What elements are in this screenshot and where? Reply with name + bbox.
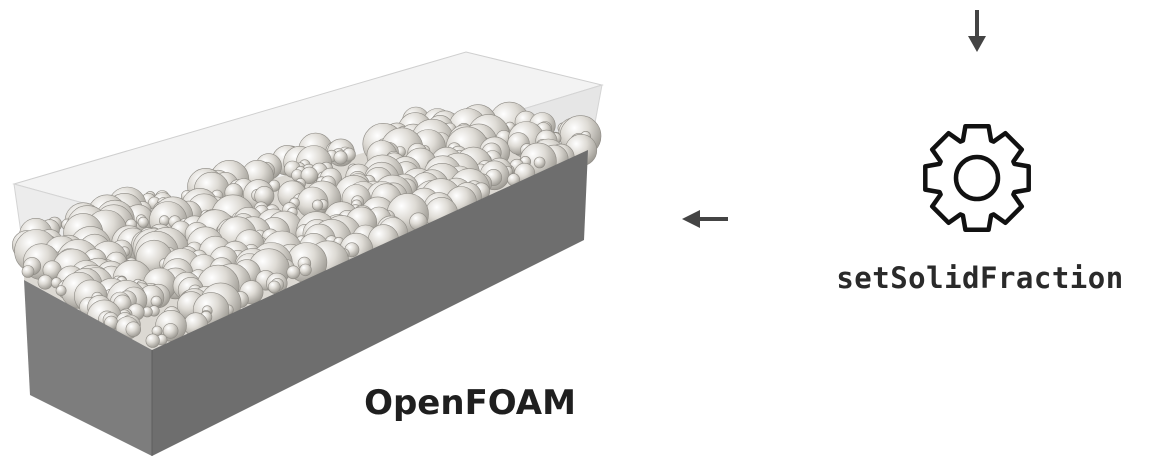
particle-sphere: [21, 265, 35, 278]
particle-sphere: [37, 274, 53, 290]
particle-sphere: [267, 280, 281, 294]
particle-sphere: [145, 333, 160, 348]
packed-bed-domain-icon: [11, 51, 604, 456]
particle-sphere: [333, 150, 348, 165]
arrow-left-icon: [682, 210, 728, 228]
particle-sphere: [312, 199, 324, 211]
particle-sphere: [286, 265, 301, 280]
particle-sphere: [533, 156, 546, 169]
domain-solid-side: [152, 150, 588, 456]
domain-solid-front: [24, 280, 152, 456]
particle-sphere: [150, 295, 162, 308]
gear-icon: [923, 124, 1031, 232]
particle-sphere: [125, 321, 142, 337]
particle-sphere: [299, 263, 312, 277]
particle-spheres: [11, 101, 602, 348]
arrow-down-icon: [968, 10, 986, 52]
particle-sphere: [300, 166, 318, 184]
particle-sphere: [162, 323, 179, 339]
openfoam-label: OpenFOAM: [364, 383, 576, 423]
particle-sphere: [55, 285, 67, 296]
particle-sphere: [137, 216, 149, 228]
setsolidfraction-label: setSolidFraction: [836, 261, 1124, 295]
